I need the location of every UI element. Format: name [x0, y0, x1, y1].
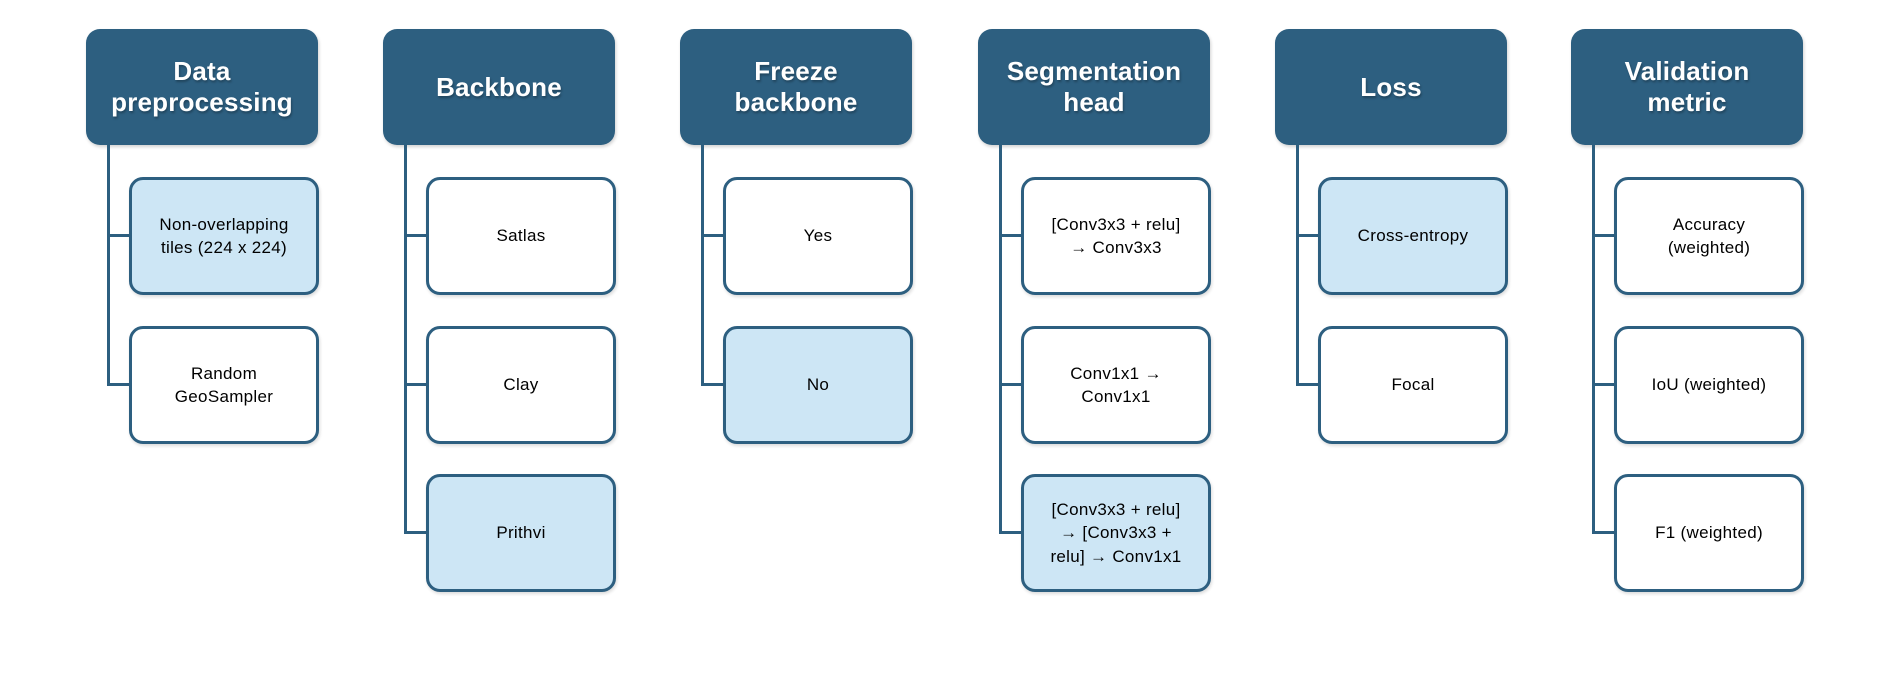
- connector-stub: [1296, 383, 1319, 386]
- connector-stub: [404, 383, 427, 386]
- connector-stub: [107, 234, 130, 237]
- option-cross-entropy: Cross-entropy: [1318, 177, 1508, 295]
- connector-stub: [999, 234, 1022, 237]
- connector-line: [701, 145, 704, 386]
- option-random-geosampler: Random GeoSampler: [129, 326, 319, 444]
- column-header-freeze-backbone: Freeze backbone: [680, 29, 912, 145]
- connector-stub: [404, 531, 427, 534]
- connector-line: [1296, 145, 1299, 386]
- column-header-segmentation-head: Segmentation head: [978, 29, 1210, 145]
- option-focal: Focal: [1318, 326, 1508, 444]
- column-header-loss: Loss: [1275, 29, 1507, 145]
- option-freeze-no: No: [723, 326, 913, 444]
- column-data-preprocessing: Data preprocessing Non-overlapping tiles…: [86, 29, 319, 649]
- option-satlas: Satlas: [426, 177, 616, 295]
- connector-stub: [701, 383, 724, 386]
- connector-line: [999, 145, 1002, 534]
- connector-line: [1592, 145, 1595, 534]
- option-non-overlapping-tiles: Non-overlapping tiles (224 x 224): [129, 177, 319, 295]
- column-loss: Loss Cross-entropy Focal: [1275, 29, 1508, 649]
- column-backbone: Backbone Satlas Clay Prithvi: [383, 29, 616, 649]
- connector-line: [107, 145, 110, 386]
- option-prithvi: Prithvi: [426, 474, 616, 592]
- option-conv3x3-relu-x2-conv1x1: [Conv3x3 + relu] → [Conv3x3 + relu] → Co…: [1021, 474, 1211, 592]
- option-conv3x3-relu-conv3x3: [Conv3x3 + relu] → Conv3x3: [1021, 177, 1211, 295]
- connector-stub: [1592, 531, 1615, 534]
- connector-line: [404, 145, 407, 534]
- option-f1-weighted: F1 (weighted): [1614, 474, 1804, 592]
- column-header-data-preprocessing: Data preprocessing: [86, 29, 318, 145]
- connector-stub: [1592, 234, 1615, 237]
- option-clay: Clay: [426, 326, 616, 444]
- connector-stub: [1296, 234, 1319, 237]
- column-segmentation-head: Segmentation head [Conv3x3 + relu] → Con…: [978, 29, 1211, 649]
- option-iou-weighted: IoU (weighted): [1614, 326, 1804, 444]
- option-accuracy-weighted: Accuracy (weighted): [1614, 177, 1804, 295]
- connector-stub: [1592, 383, 1615, 386]
- column-freeze-backbone: Freeze backbone Yes No: [680, 29, 913, 649]
- option-freeze-yes: Yes: [723, 177, 913, 295]
- column-header-validation-metric: Validation metric: [1571, 29, 1803, 145]
- connector-stub: [701, 234, 724, 237]
- connector-stub: [107, 383, 130, 386]
- option-conv1x1-conv1x1: Conv1x1 → Conv1x1: [1021, 326, 1211, 444]
- column-header-backbone: Backbone: [383, 29, 615, 145]
- connector-stub: [999, 531, 1022, 534]
- connector-stub: [404, 234, 427, 237]
- column-validation-metric: Validation metric Accuracy (weighted) Io…: [1571, 29, 1804, 649]
- connector-stub: [999, 383, 1022, 386]
